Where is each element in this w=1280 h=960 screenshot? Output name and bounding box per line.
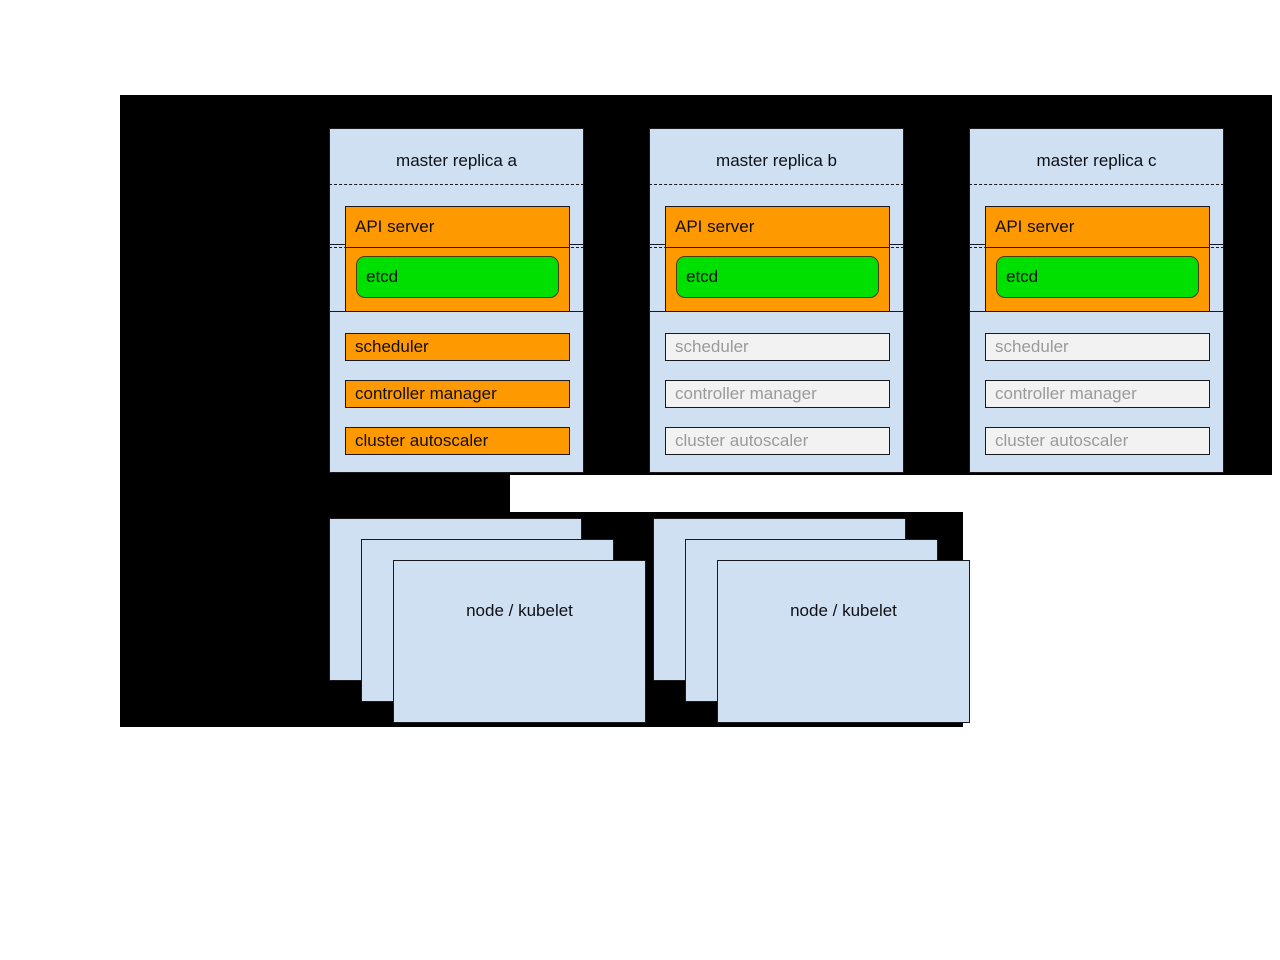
node-group-label: node / kubelet [466, 601, 573, 620]
replica-divider-top [969, 184, 1224, 185]
component-scheduler-2[interactable]: scheduler [985, 333, 1210, 361]
replica-divider-api [969, 247, 1224, 248]
component-label: controller manager [675, 383, 817, 403]
backdrop-mid-left [120, 475, 510, 512]
component-label: controller manager [355, 383, 497, 403]
replica-divider-top [329, 184, 584, 185]
etcd-box-1[interactable]: etcd [676, 256, 879, 298]
component-label: cluster autoscaler [995, 430, 1129, 450]
component-cluster-autoscaler-2[interactable]: cluster autoscaler [985, 427, 1210, 455]
api-server-label: API server [995, 216, 1075, 236]
component-controller-manager-0[interactable]: controller manager [345, 380, 570, 408]
master-replica-title: master replica b [716, 151, 837, 170]
api-server-label: API server [355, 216, 435, 236]
component-label: scheduler [995, 336, 1069, 356]
component-scheduler-0[interactable]: scheduler [345, 333, 570, 361]
component-label: cluster autoscaler [355, 430, 489, 450]
component-controller-manager-2[interactable]: controller manager [985, 380, 1210, 408]
master-replica-2[interactable]: master replica c etcd API server scheduler c… [969, 128, 1224, 473]
api-server-box-2[interactable]: API server [985, 206, 1210, 248]
etcd-label: etcd [686, 266, 719, 286]
api-server-label: API server [675, 216, 755, 236]
master-replica-1[interactable]: master replica b etcd API server scheduler c… [649, 128, 904, 473]
replica-divider-top [649, 184, 904, 185]
master-replica-title: master replica a [396, 151, 517, 170]
component-label: scheduler [675, 336, 749, 356]
node-card-0-2[interactable]: node / kubelet [393, 560, 646, 723]
api-server-box-0[interactable]: API server [345, 206, 570, 248]
component-label: cluster autoscaler [675, 430, 809, 450]
node-group-label: node / kubelet [790, 601, 897, 620]
component-controller-manager-1[interactable]: controller manager [665, 380, 890, 408]
etcd-label: etcd [366, 266, 399, 286]
node-card-1-2[interactable]: node / kubelet [717, 560, 970, 723]
etcd-box-0[interactable]: etcd [356, 256, 559, 298]
etcd-label: etcd [1006, 266, 1039, 286]
etcd-box-2[interactable]: etcd [996, 256, 1199, 298]
component-cluster-autoscaler-1[interactable]: cluster autoscaler [665, 427, 890, 455]
master-replica-0[interactable]: master replica a etcd API server scheduler c… [329, 128, 584, 473]
component-cluster-autoscaler-0[interactable]: cluster autoscaler [345, 427, 570, 455]
component-scheduler-1[interactable]: scheduler [665, 333, 890, 361]
component-label: controller manager [995, 383, 1137, 403]
master-replica-title: master replica c [1036, 151, 1157, 170]
replica-divider-api [649, 247, 904, 248]
api-server-box-1[interactable]: API server [665, 206, 890, 248]
replica-divider-api [329, 247, 584, 248]
component-label: scheduler [355, 336, 429, 356]
